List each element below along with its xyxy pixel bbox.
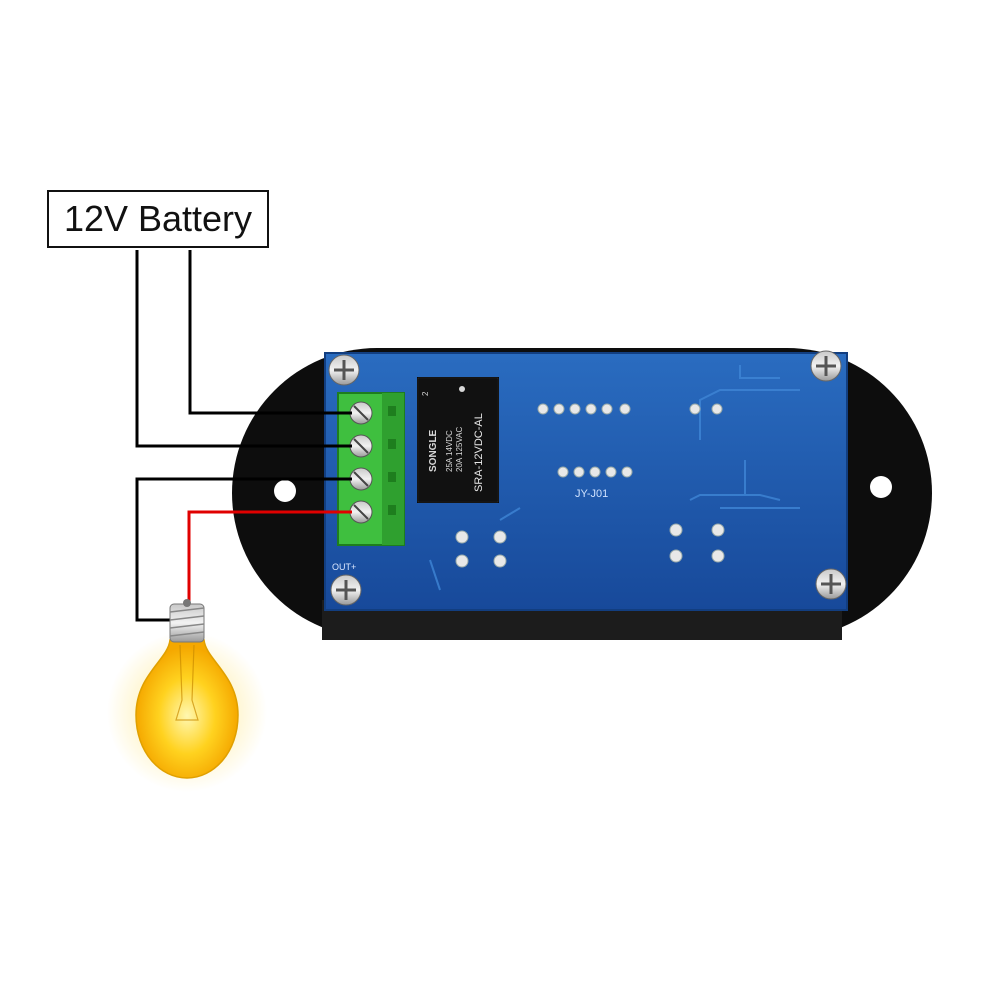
relay-rating-line-2: 20A 125VAC [455,427,464,472]
wire-lamp-feed [187,510,352,612]
solder-pads-row-middle [557,466,633,478]
relay: SONGLE 25A 14VDC 20A 125VAC SRA-12VDC-AL… [417,377,499,503]
screw-top-right [810,350,842,382]
terminal-screw-2 [349,434,373,458]
solder-pads-bottom [455,523,725,568]
terminal-screw-4 [349,500,373,524]
battery-label: 12V Battery [63,198,253,239]
light-bulb [107,599,267,792]
terminal-block [337,392,405,546]
relay-model: SRA-12VDC-AL [473,413,485,492]
bulb-base [169,599,205,643]
board-silkscreen-label: JY-J01 [575,488,608,500]
wire-battery-negative [135,250,352,448]
battery-label-box: 12V Battery [47,190,269,248]
pcb-board [324,352,848,611]
bulb-glass [135,639,239,779]
relay-rating-line-1: 25A 14VDC [445,430,454,472]
terminal-screw-3 [349,467,373,491]
wire-lamp-return [135,477,352,622]
mounting-hole-left [274,480,296,502]
relay-pin-mark: 2 [421,391,430,396]
bulb-filament [175,644,199,721]
terminal-label: OUT+ [332,562,356,572]
relay-indicator-dot [459,386,465,392]
screw-bottom-right [815,568,847,600]
screw-bottom-left [330,574,362,606]
terminal-screw-1 [349,401,373,425]
solder-pads-row-top [537,403,723,415]
wire-battery-positive [188,250,352,415]
relay-brand: SONGLE [428,429,439,472]
screw-top-left [328,354,360,386]
pcb-traces [429,365,800,591]
mounting-hole-right [870,476,892,498]
